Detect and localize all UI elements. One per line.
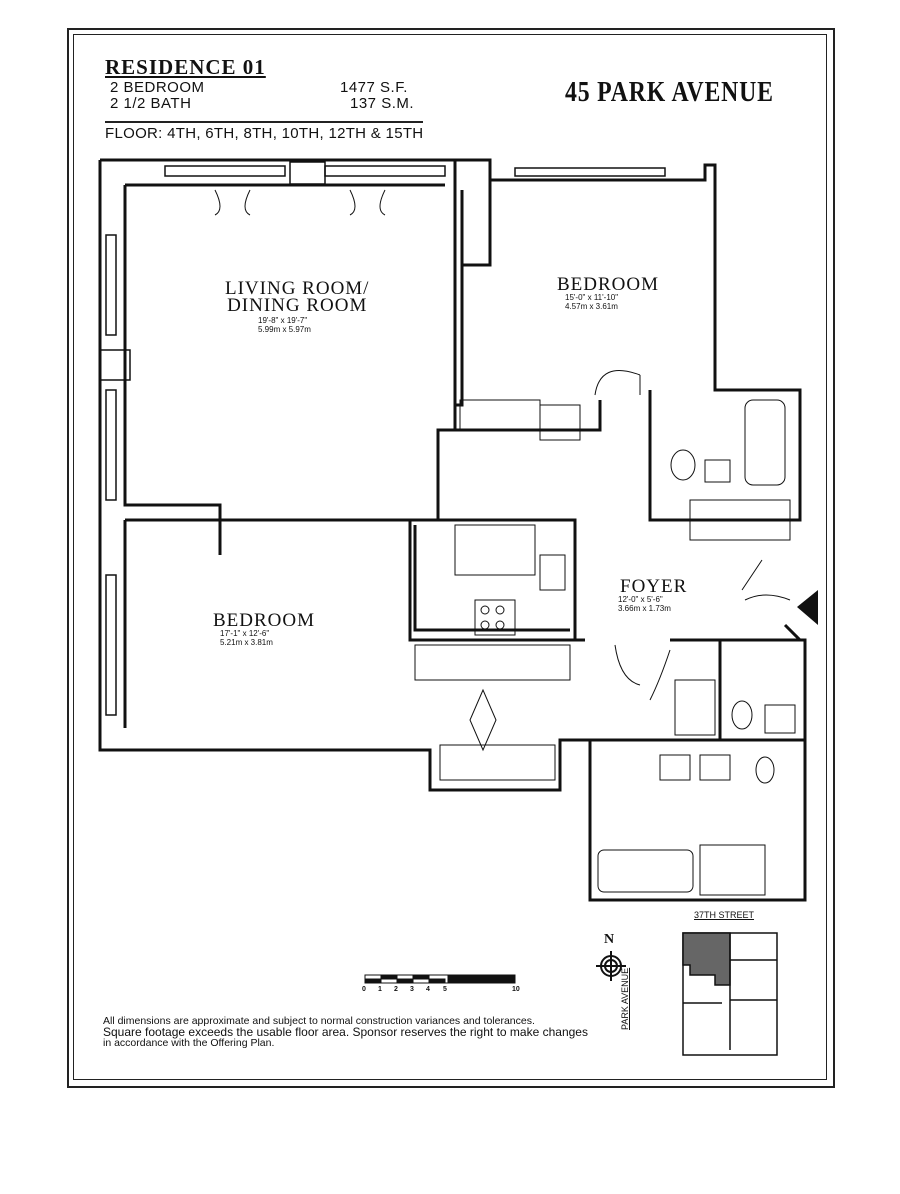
header-baths: 2 1/2 BATH (110, 95, 192, 112)
room-dims-living: 19'-8" x 19'-7"5.99m x 5.97m (258, 316, 311, 334)
room-label-bedroom-2: BEDROOM (213, 610, 316, 631)
room-label-foyer: FOYER (620, 576, 688, 597)
keymap-street: 37TH STREET (694, 910, 755, 920)
key-map (682, 932, 778, 1056)
windows (99, 161, 666, 716)
walls (98, 158, 807, 902)
inner-frame (73, 34, 827, 1080)
bath-fixtures (597, 399, 796, 896)
disclaimer: All dimensions are approximate and subje… (103, 1015, 588, 1049)
room-dims-bedroom-2: 17'-1" x 12'-6"5.21m x 3.81m (220, 629, 273, 647)
residence-title: RESIDENCE 01 (105, 55, 266, 79)
room-label-bedroom-1: BEDROOM (557, 274, 660, 295)
building-name: 45 PARK AVENUE (565, 76, 774, 108)
scale-bar (364, 974, 516, 984)
closets (414, 399, 791, 781)
room-label-living: LIVING ROOM/DINING ROOM (225, 278, 370, 316)
doors (214, 189, 791, 752)
room-dims-foyer: 12'-0" x 5'-6"3.66m x 1.73m (618, 595, 671, 613)
room-dims-bedroom-1: 15'-0" x 11'-10"4.57m x 3.61m (565, 293, 619, 311)
header-area-sf: 1477 S.F. (340, 79, 408, 96)
compass-label: N (604, 932, 615, 947)
header-bedrooms: 2 BEDROOM (110, 79, 205, 96)
floor-list: FLOOR: 4TH, 6TH, 8TH, 10TH, 12TH & 15TH (105, 121, 424, 142)
north-arrow-icon (596, 951, 626, 981)
kitchen-fixtures (454, 524, 566, 636)
entry-arrow-icon (797, 590, 818, 625)
header-area-sm: 137 S.M. (350, 95, 415, 112)
outer-frame (67, 28, 835, 1088)
